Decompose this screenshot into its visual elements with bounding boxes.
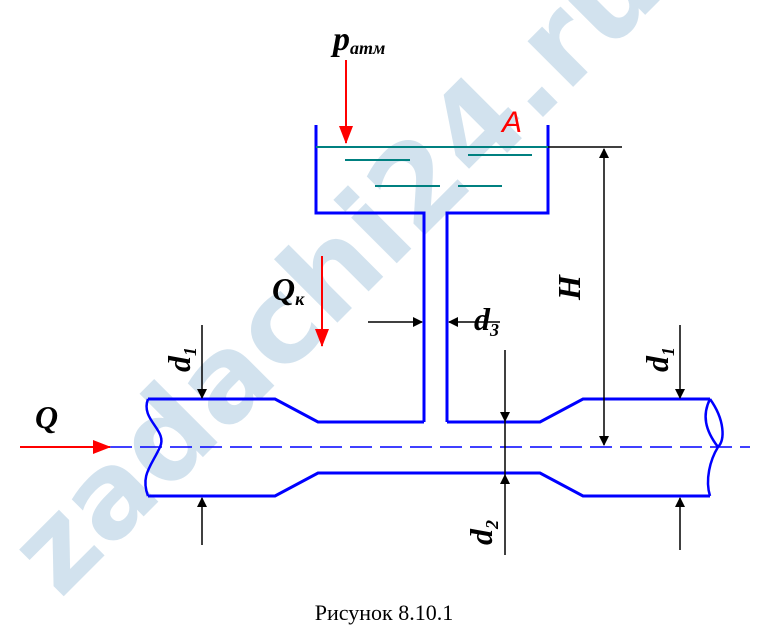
water-dashes <box>345 154 532 187</box>
watermark: zadachi24.ru <box>0 0 687 620</box>
main-pipe <box>148 397 710 498</box>
dimensions <box>197 148 685 555</box>
label-d3: d3 <box>474 301 499 340</box>
label-d2: d2 <box>463 520 502 545</box>
label-qk: Qк <box>272 271 305 309</box>
tank-and-riser <box>314 125 550 422</box>
label-A: A <box>500 106 522 139</box>
label-d1-left: d1 <box>161 347 200 372</box>
caption: Рисунок 8.10.1 <box>315 600 453 625</box>
label-p-atm: pатм <box>330 21 385 58</box>
label-d1-right: d1 <box>639 347 678 372</box>
label-Q: Q <box>35 399 58 435</box>
label-H: H <box>551 274 587 301</box>
